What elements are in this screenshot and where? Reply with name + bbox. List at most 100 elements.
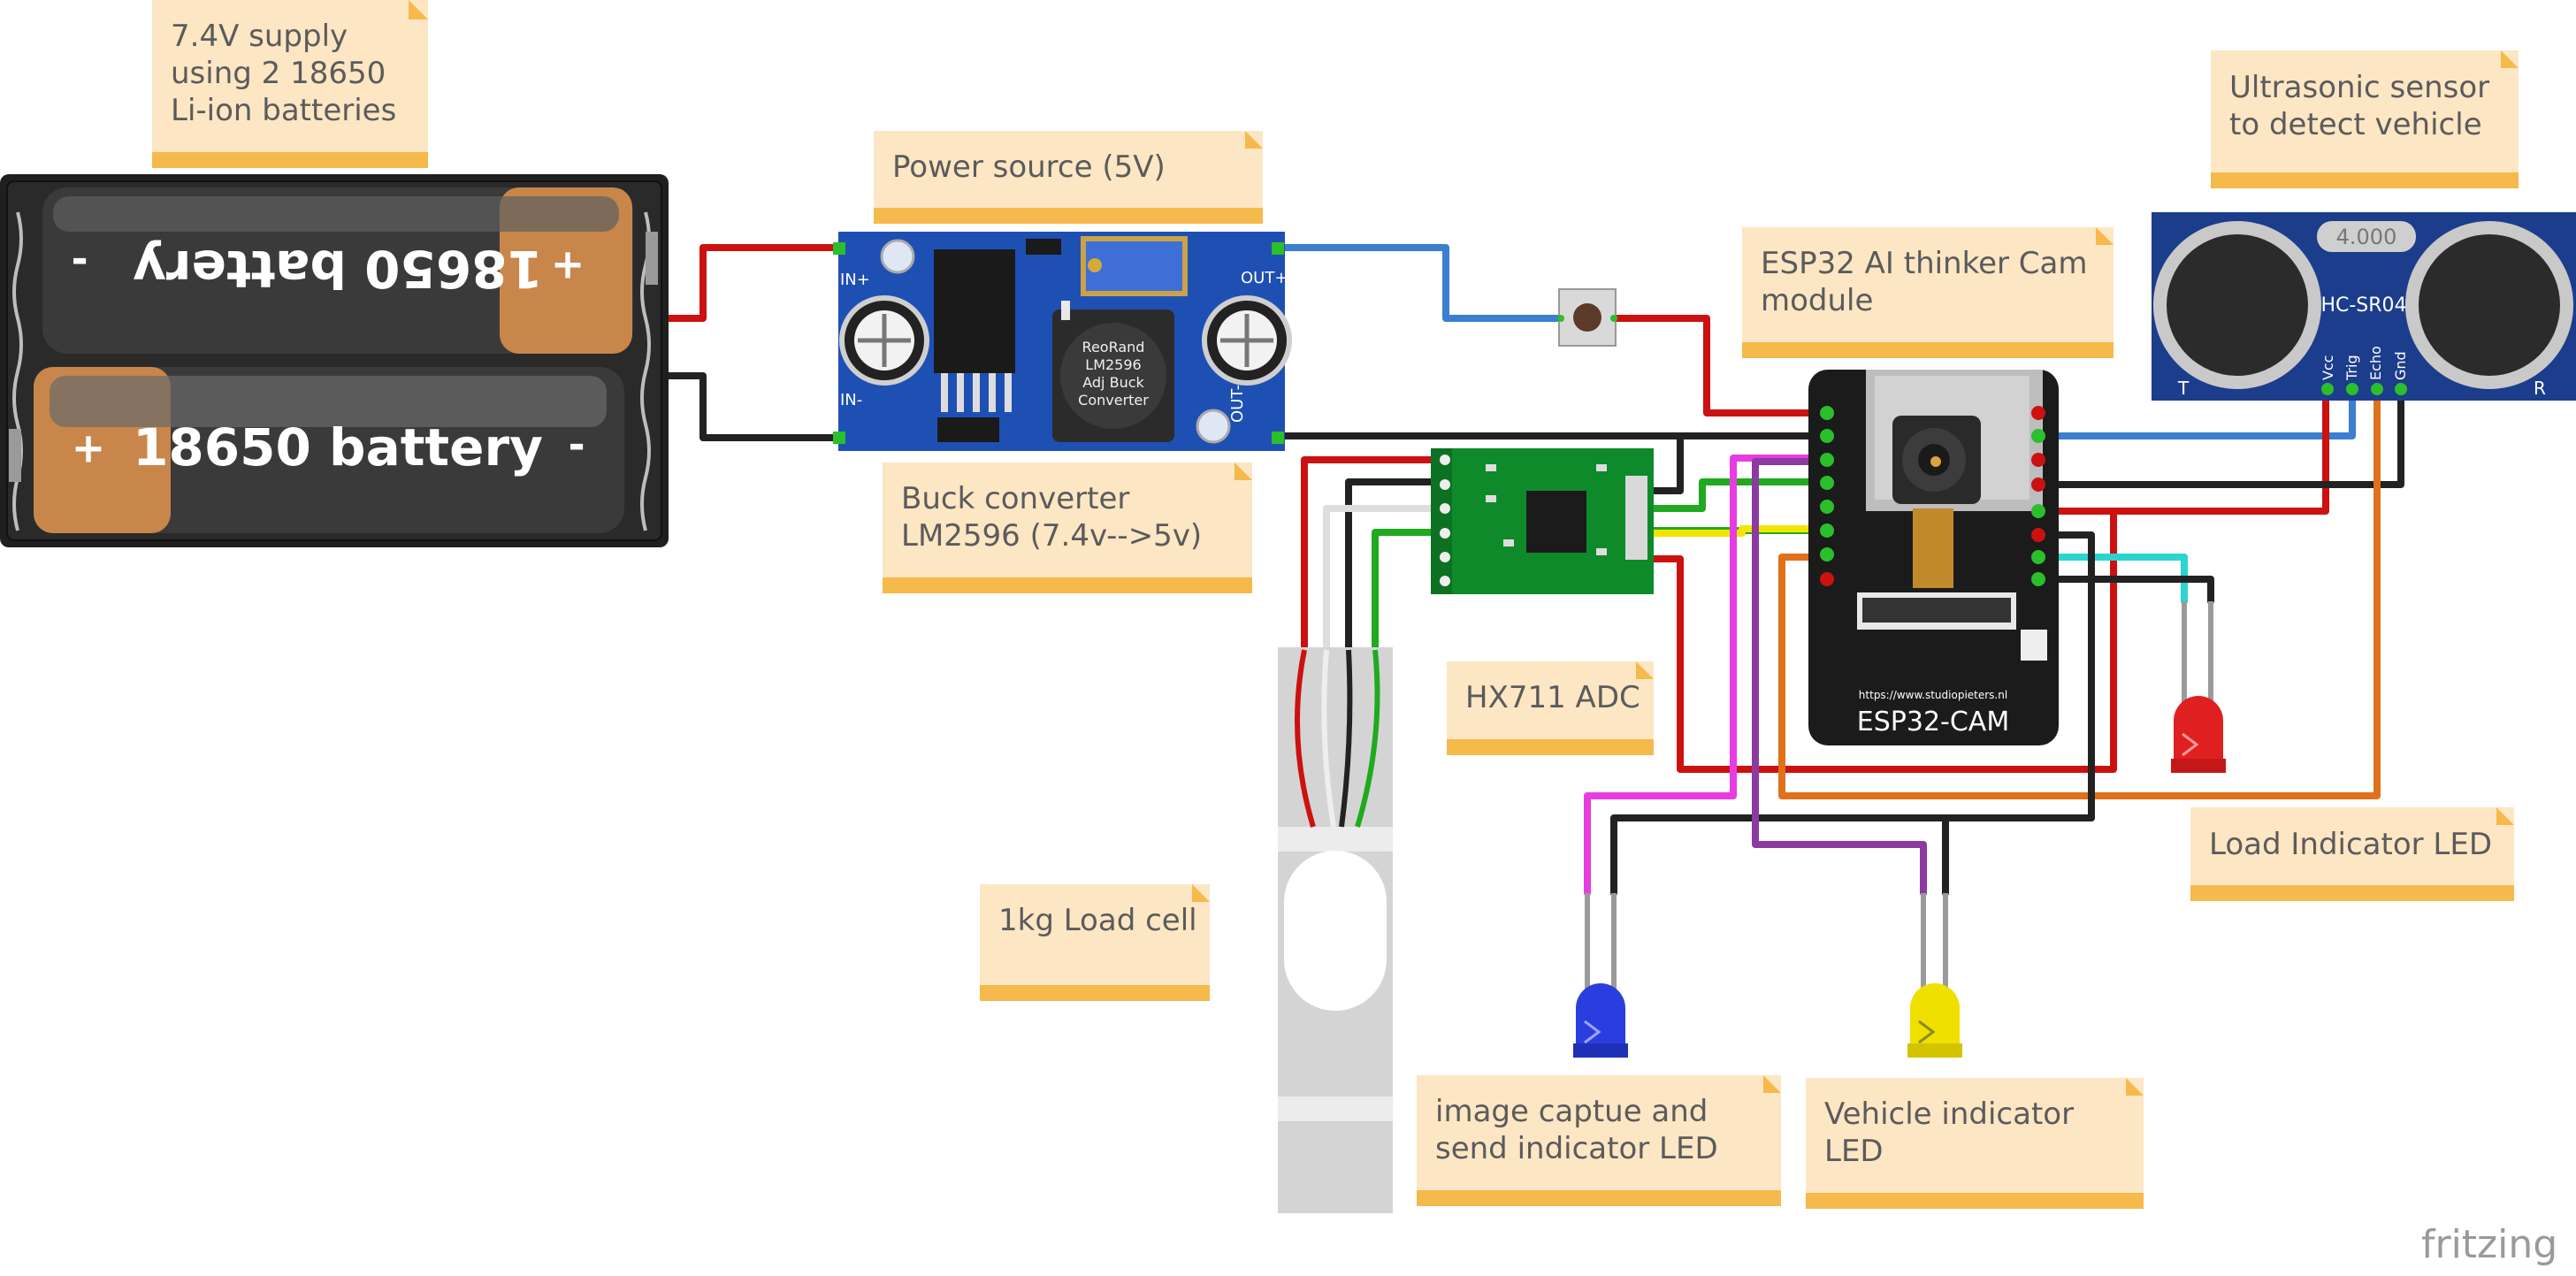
hcsr04-pin-vcc: Vcc <box>2320 355 2336 380</box>
hcsr04-model: HC-SR04 <box>2320 294 2406 317</box>
led-yellow-vehicle <box>1907 893 1962 1058</box>
wire-hx-green <box>1637 478 1830 512</box>
wire-battery-plus <box>649 244 844 322</box>
svg-text:Ultrasonic sensor: Ultrasonic sensor <box>2229 70 2489 105</box>
svg-text:Vehicle indicator: Vehicle indicator <box>1824 1096 2074 1132</box>
svg-text:HX711 ADC: HX711 ADC <box>1465 680 1640 715</box>
note-supply: 7.4V supply using 2 18650 Li-ion batteri… <box>152 0 428 168</box>
esp32-name: ESP32-CAM <box>1857 707 2009 737</box>
note-buck-line-1: Buck converter <box>901 481 1129 516</box>
note-ultrasonic: Ultrasonic sensor to detect vehicle <box>2211 50 2519 188</box>
note-capture-led-line-2: send indicator LED <box>1435 1131 1718 1166</box>
battery-bottom: 18650 battery + - <box>34 367 624 533</box>
note-load-led-line-1: Load Indicator LED <box>2209 827 2492 862</box>
battery-top-label: 18650 battery <box>133 239 543 299</box>
fritzing-logo: fritzing <box>2421 1222 2557 1267</box>
note-load-led: Load Indicator LED <box>2190 807 2514 901</box>
hcsr04-pin-trig: Trig <box>2343 355 2360 381</box>
esp32-cam-board: https://www.studiopieters.nl ESP32-CAM <box>1808 370 2059 745</box>
hx711-board <box>1431 448 1654 594</box>
note-esp32: ESP32 AI thinker Cam module <box>1742 227 2114 358</box>
note-supply-line-1: 7.4V supply <box>171 19 348 54</box>
svg-text:1kg Load cell: 1kg Load cell <box>998 903 1197 938</box>
note-esp32-line-1: ESP32 AI thinker Cam <box>1761 246 2087 281</box>
svg-text:ESP32 AI thinker Cam: ESP32 AI thinker Cam <box>1761 246 2087 281</box>
esp32-url: https://www.studiopieters.nl <box>1859 689 2007 701</box>
push-button[interactable] <box>1557 288 1617 347</box>
svg-text:using 2 18650: using 2 18650 <box>171 56 386 91</box>
note-load-cell-line-1: 1kg Load cell <box>998 903 1197 938</box>
battery-top-minus: - <box>71 235 88 283</box>
battery-top: 18650 battery + - <box>42 187 633 354</box>
note-vehicle-led-line-1: Vehicle indicator <box>1824 1096 2074 1132</box>
wire-us-vcc <box>2035 386 2329 515</box>
note-buck-line-2: LM2596 (7.4v-->5v) <box>901 518 1202 554</box>
led-red-load <box>2171 601 2226 773</box>
svg-text:send indicator LED: send indicator LED <box>1435 1131 1718 1166</box>
note-buck: Buck converter LM2596 (7.4v-->5v) <box>883 462 1252 593</box>
buck-converter-board: ReoRand LM2596 Adj Buck Converter IN+ IN… <box>833 232 1292 451</box>
ultrasonic-sensor: 4.000 HC-SR04 T R Vcc Trig Echo Gnd <box>2152 212 2576 401</box>
svg-text:Load Indicator LED: Load Indicator LED <box>2209 827 2492 862</box>
hcsr04-crystal: 4.000 <box>2336 225 2397 249</box>
wire-us-echo <box>1778 386 2381 799</box>
note-hx711: HX711 ADC <box>1447 661 1654 755</box>
wire-buck-out-plus <box>1274 244 1573 322</box>
svg-text:Power source (5V): Power source (5V) <box>892 149 1166 185</box>
note-esp32-line-2: module <box>1761 283 1873 318</box>
svg-text:LM2596 (7.4v-->5v): LM2596 (7.4v-->5v) <box>901 518 1202 554</box>
buck-out-plus: OUT+ <box>1241 269 1288 287</box>
wire-battery-minus <box>649 372 844 441</box>
buck-chip-line-3: Adj Buck <box>1082 374 1144 391</box>
note-supply-line-3: Li-ion batteries <box>171 93 396 128</box>
wire-us-gnd <box>2035 386 2404 488</box>
wire-hx-yellow <box>1637 525 1830 537</box>
note-vehicle-led-line-2: LED <box>1824 1134 1884 1169</box>
note-power-source: Power source (5V) <box>874 131 1263 224</box>
battery-bottom-plus: + <box>72 424 106 472</box>
note-power-source-line-1: Power source (5V) <box>892 149 1166 185</box>
wire-cell-white <box>1323 505 1454 653</box>
svg-text:to detect vehicle: to detect vehicle <box>2229 107 2482 142</box>
note-vehicle-led: Vehicle indicator LED <box>1806 1078 2144 1209</box>
hcsr04-pin-echo: Echo <box>2367 346 2384 380</box>
note-supply-line-2: using 2 18650 <box>171 56 386 91</box>
hcsr04-pin-gnd: Gnd <box>2392 351 2409 380</box>
buck-chip-line-1: ReoRand <box>1082 339 1145 355</box>
svg-text:Li-ion batteries: Li-ion batteries <box>171 93 396 128</box>
battery-holder: 18650 battery + - 18650 battery + - <box>0 174 669 547</box>
battery-top-plus: + <box>551 241 585 288</box>
wire-cell-red <box>1301 456 1454 653</box>
note-capture-led-line-1: image captue and <box>1435 1094 1708 1129</box>
hcsr04-r: R <box>2534 378 2546 399</box>
wire-cell-black <box>1345 478 1454 653</box>
note-capture-led: image captue and send indicator LED <box>1417 1075 1781 1206</box>
led-blue-capture <box>1573 893 1628 1058</box>
buck-chip-line-2: LM2596 <box>1085 356 1141 373</box>
buck-out-minus: OUT- <box>1228 385 1247 423</box>
note-ultrasonic-line-2: to detect vehicle <box>2229 107 2482 142</box>
buck-chip-line-4: Converter <box>1078 392 1149 409</box>
buck-in-minus: IN- <box>840 391 862 409</box>
svg-text:LED: LED <box>1824 1134 1884 1169</box>
battery-bottom-label: 18650 battery <box>133 417 543 478</box>
note-load-cell: 1kg Load cell <box>980 884 1210 1001</box>
wire-capture-black <box>1610 814 2095 897</box>
svg-text:Buck converter: Buck converter <box>901 481 1129 516</box>
wire-vehicle-purple <box>1752 458 1927 897</box>
buck-in-plus: IN+ <box>840 271 870 289</box>
note-ultrasonic-line-1: Ultrasonic sensor <box>2229 70 2489 105</box>
wire-switch-to-esp <box>1610 315 1830 416</box>
wire-load-led-cyan <box>2035 554 2188 605</box>
battery-bottom-minus: - <box>568 421 585 469</box>
svg-text:7.4V supply: 7.4V supply <box>171 19 348 54</box>
svg-text:image captue and: image captue and <box>1435 1094 1708 1129</box>
note-hx711-line-1: HX711 ADC <box>1465 680 1640 715</box>
svg-text:module: module <box>1761 283 1873 318</box>
wire-us-trig <box>2035 386 2356 439</box>
hcsr04-t: T <box>2177 378 2190 399</box>
wire-cell-green <box>1372 529 1454 653</box>
wire-load-led-black <box>2035 576 2214 605</box>
load-cell <box>1278 647 1393 1213</box>
